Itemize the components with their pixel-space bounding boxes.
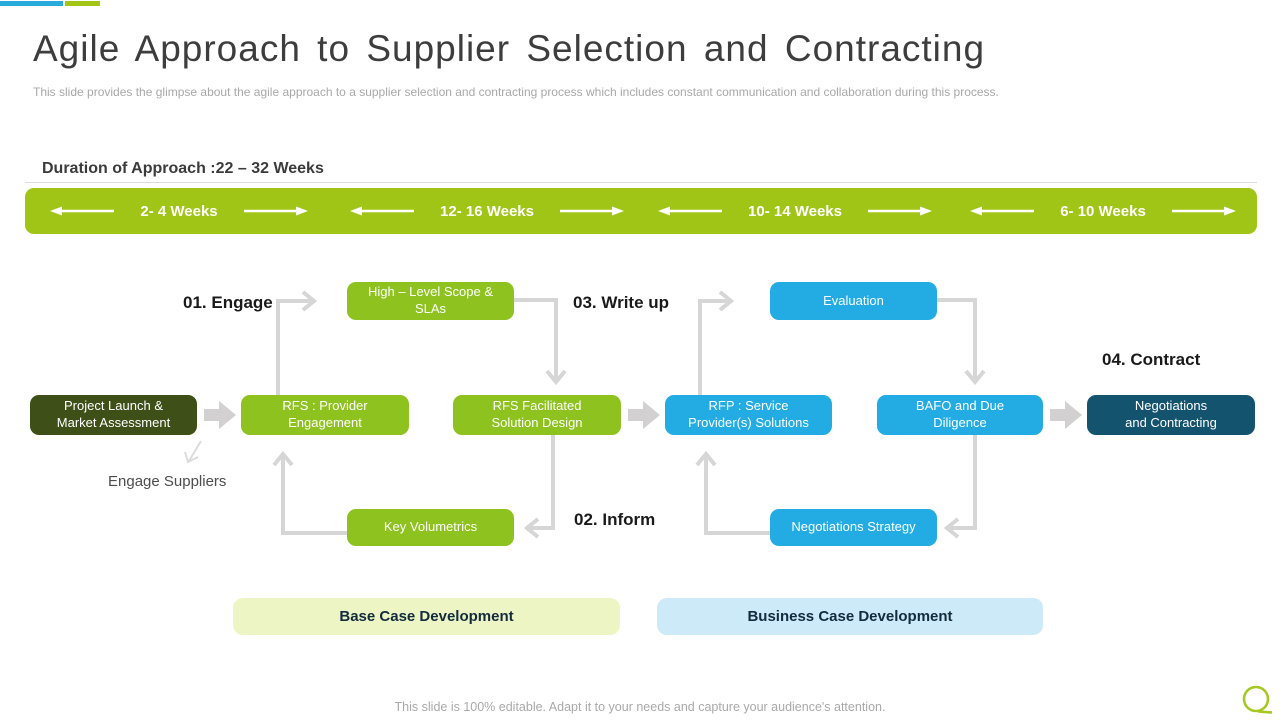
step-label-02-inform: 02. Inform <box>574 510 656 529</box>
left-arrow-icon <box>350 206 415 216</box>
connector-scope-down <box>514 298 558 380</box>
box-label: RFS : Provider Engagement <box>282 398 368 430</box>
timeline-segment-2: 12- 16 Weeks <box>333 203 641 220</box>
box-project-launch: Project Launch & Market Assessment <box>30 395 197 435</box>
legend-business-case: Business Case Development <box>657 598 1043 635</box>
page-subtitle: This slide provides the glimpse about th… <box>33 85 999 99</box>
right-arrow-icon <box>867 206 932 216</box>
connector-keyvol-up <box>281 456 347 535</box>
box-label: Negotiations Strategy <box>791 519 916 535</box>
connector-negstrategy-up <box>704 456 770 535</box>
arrowhead-left-icon <box>523 517 540 539</box>
box-label: Evaluation <box>823 292 884 308</box>
box-negotiations-contracting: Negotiations and Contracting <box>1087 395 1255 435</box>
arrowhead-up-icon <box>272 450 294 467</box>
right-arrow-icon <box>243 206 308 216</box>
left-arrow-icon <box>50 206 115 216</box>
legend-base-case: Base Case Development <box>233 598 620 635</box>
step-label-03-write-up: 03. Write up <box>573 293 670 312</box>
arrowhead-right-icon <box>301 290 318 312</box>
box-evaluation: Evaluation <box>770 282 937 320</box>
box-rfs-facilitated: RFS Facilitated Solution Design <box>453 395 621 435</box>
connector-evaluation-down <box>937 298 977 380</box>
flow-arrow-icon <box>1050 401 1082 429</box>
box-label: Negotiations and Contracting <box>1125 398 1217 430</box>
box-label: BAFO and Due Diligence <box>915 398 1005 430</box>
box-rfp-service: RFP : Service Provider(s) Solutions <box>665 395 832 435</box>
arrowhead-down-icon <box>964 369 986 386</box>
right-arrow-icon <box>559 206 624 216</box>
diagonal-line <box>188 440 202 462</box>
timeline-segment-4: 6- 10 Weeks <box>949 203 1257 220</box>
left-arrow-icon <box>658 206 723 216</box>
flow-arrow-icon <box>628 401 660 429</box>
timeline-segment-3: 10- 14 Weeks <box>641 203 949 220</box>
box-label: Project Launch & Market Assessment <box>56 398 171 430</box>
arrowhead-up-icon <box>695 450 717 467</box>
connector-inform-left <box>529 435 555 530</box>
page-title: Agile Approach to Supplier Selection and… <box>33 28 986 69</box>
connector-bafo-down-left <box>949 435 977 530</box>
timeline-segment-label: 6- 10 Weeks <box>1060 202 1146 220</box>
arrowhead-right-icon <box>718 290 735 312</box>
duration-divider <box>25 182 1257 183</box>
step-label-04-contract: 04. Contract <box>1102 350 1201 369</box>
box-key-volumetrics: Key Volumetrics <box>347 509 514 546</box>
duration-heading: Duration of Approach :22 – 32 Weeks <box>42 160 324 177</box>
step-label-01-engage: 01. Engage <box>183 293 273 312</box>
arrowhead-down-icon <box>545 369 567 386</box>
box-high-level-scope: High – Level Scope & SLAs <box>347 282 514 320</box>
legend-label: Business Case Development <box>747 608 953 625</box>
box-negotiations-strategy: Negotiations Strategy <box>770 509 937 546</box>
box-label: RFS Facilitated Solution Design <box>491 398 583 430</box>
q-logo-icon <box>1242 685 1273 714</box>
timeline-bar: 2- 4 Weeks 12- 16 Weeks 10- 14 Weeks 6- … <box>25 188 1257 234</box>
right-arrow-icon <box>1171 206 1236 216</box>
timeline-segment-label: 2- 4 Weeks <box>140 202 218 220</box>
timeline-segment-label: 12- 16 Weeks <box>440 202 534 220</box>
arrowhead-downleft-icon <box>184 451 199 464</box>
engage-suppliers-label: Engage Suppliers <box>108 473 227 490</box>
flow-arrow-icon <box>204 401 236 429</box>
top-accent-blue-bar <box>0 1 63 6</box>
timeline-segment-1: 2- 4 Weeks <box>25 203 333 220</box>
box-label: Key Volumetrics <box>383 519 478 535</box>
box-bafo: BAFO and Due Diligence <box>877 395 1043 435</box>
engage-suppliers-pointer <box>184 440 202 464</box>
footer-note: This slide is 100% editable. Adapt it to… <box>394 700 886 714</box>
connector-engage-up <box>276 299 312 396</box>
connector-writeup-up <box>698 299 729 396</box>
top-accent-green-bar <box>65 1 100 6</box>
timeline-segment-label: 10- 14 Weeks <box>748 202 842 220</box>
arrowhead-left-icon <box>943 517 960 539</box>
box-rfs-provider: RFS : Provider Engagement <box>241 395 409 435</box>
left-arrow-icon <box>970 206 1035 216</box>
box-label: RFP : Service Provider(s) Solutions <box>688 398 809 430</box>
legend-label: Base Case Development <box>339 608 514 625</box>
box-label: High – Level Scope & SLAs <box>367 284 494 316</box>
